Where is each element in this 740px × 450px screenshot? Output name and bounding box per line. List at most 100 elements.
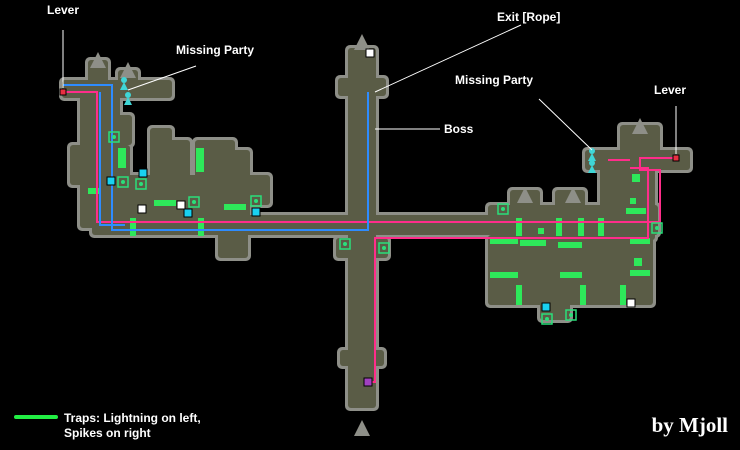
trap-24 xyxy=(578,228,584,234)
chest-icon-0-dot xyxy=(112,135,116,139)
trap-20 xyxy=(580,285,586,305)
cyan-marker-icon-1 xyxy=(106,176,116,186)
trap-23 xyxy=(538,228,544,234)
trap-15 xyxy=(520,240,546,246)
label-lever-left: Lever xyxy=(47,3,80,17)
trap-1 xyxy=(196,148,204,172)
floor-17 xyxy=(150,128,172,148)
trap-22 xyxy=(620,285,626,305)
chest-icon-1-dot xyxy=(121,180,125,184)
trap-17 xyxy=(560,272,582,278)
party-member-icon-right-2-body xyxy=(588,165,596,173)
floor-13 xyxy=(218,218,248,258)
chest-icon-3-dot xyxy=(192,200,196,204)
chest-icon-9 xyxy=(541,313,553,325)
chest-icon-8-dot xyxy=(655,226,659,230)
legend-line-1: Traps: Lightning on left, xyxy=(64,411,201,425)
chest-icon-6-dot xyxy=(382,246,386,250)
leader-line-4 xyxy=(538,98,593,151)
cyan-marker-icon-3 xyxy=(183,208,193,218)
chest-icon-6 xyxy=(378,242,390,254)
trap-25 xyxy=(630,198,636,204)
party-member-icon-right-1-head xyxy=(589,148,595,154)
label-boss: Boss xyxy=(444,122,474,136)
trap-5 xyxy=(198,218,204,236)
route-paths xyxy=(63,84,676,383)
party-member-icon-left-1-head xyxy=(121,77,127,83)
lever-icon-right xyxy=(672,154,680,162)
entrance-icon xyxy=(363,377,373,387)
floor-19 xyxy=(620,125,660,155)
trap-12 xyxy=(598,218,604,236)
legend-text: Traps: Lightning on left, Spikes on righ… xyxy=(64,411,201,441)
trap-13 xyxy=(626,208,646,214)
chest-icon-5-dot xyxy=(343,242,347,246)
floor-2 xyxy=(336,238,388,258)
label-missing-party-right: Missing Party xyxy=(455,73,534,87)
pink-route-upper xyxy=(63,91,676,223)
party-member-icon-left-1-body xyxy=(120,82,128,90)
spire-0 xyxy=(354,34,370,50)
floor-26 xyxy=(610,215,650,305)
party-member-icon-left-2-head xyxy=(125,92,131,98)
white-marker-icon-1 xyxy=(137,204,147,214)
chest-icon-4-dot xyxy=(254,199,258,203)
floor-11 xyxy=(110,175,270,205)
chest-icon-7-dot xyxy=(501,207,505,211)
chest-icon-1 xyxy=(117,176,129,188)
label-leaders xyxy=(62,24,677,154)
chest-icon-3 xyxy=(188,196,200,208)
leader-line-1 xyxy=(127,65,197,91)
party-member-icon-right-2-head xyxy=(589,160,595,166)
trap-16 xyxy=(558,242,582,248)
trap-14 xyxy=(490,238,518,244)
chest-icon-8 xyxy=(651,222,663,234)
pink-route-lower xyxy=(368,167,649,383)
trap-9 xyxy=(516,218,522,236)
trap-21 xyxy=(630,270,650,276)
spire-5 xyxy=(565,187,581,203)
floor-16 xyxy=(112,115,132,145)
trap-6 xyxy=(88,188,100,194)
trap-7 xyxy=(630,238,650,244)
label-exit: Exit [Rope] xyxy=(497,10,561,24)
leader-line-2 xyxy=(374,24,522,93)
white-marker-icon-3 xyxy=(626,298,636,308)
cyan-marker-icon-2 xyxy=(138,168,148,178)
trap-26 xyxy=(632,174,640,182)
spire-3 xyxy=(632,118,648,134)
legend-trap-swatch xyxy=(14,415,58,419)
legend-line-2: Spikes on right xyxy=(64,426,151,440)
trap-18 xyxy=(490,272,518,278)
chest-icon-10-dot xyxy=(569,313,573,317)
floor-3 xyxy=(340,350,384,366)
trap-2 xyxy=(154,200,176,206)
chest-icon-9-dot xyxy=(545,317,549,321)
trap-0 xyxy=(118,148,126,168)
chest-icon-4 xyxy=(250,195,262,207)
floor-1 xyxy=(338,78,386,96)
spire-6 xyxy=(517,187,533,203)
floor-12 xyxy=(100,205,210,235)
trap-19 xyxy=(516,285,522,305)
cyan-marker-icon-5 xyxy=(541,302,551,312)
trap-10 xyxy=(556,218,562,236)
white-marker-icon-2 xyxy=(176,200,186,210)
chest-icon-2-dot xyxy=(139,182,143,186)
white-marker-icon-exit xyxy=(365,48,375,58)
trap-8 xyxy=(634,258,642,266)
trap-4 xyxy=(130,218,136,236)
trap-11 xyxy=(578,218,584,236)
spire-1 xyxy=(90,52,106,68)
blue-route-inner xyxy=(99,92,125,226)
label-missing-party-left: Missing Party xyxy=(176,43,255,57)
trap-3 xyxy=(224,204,246,210)
spire-4 xyxy=(354,420,370,436)
party-member-icon-right-1-body xyxy=(588,153,596,161)
author-credit: by Mjoll xyxy=(651,413,728,437)
map-markers xyxy=(59,48,680,387)
spire-2 xyxy=(120,62,136,78)
chest-icon-0 xyxy=(108,131,120,143)
